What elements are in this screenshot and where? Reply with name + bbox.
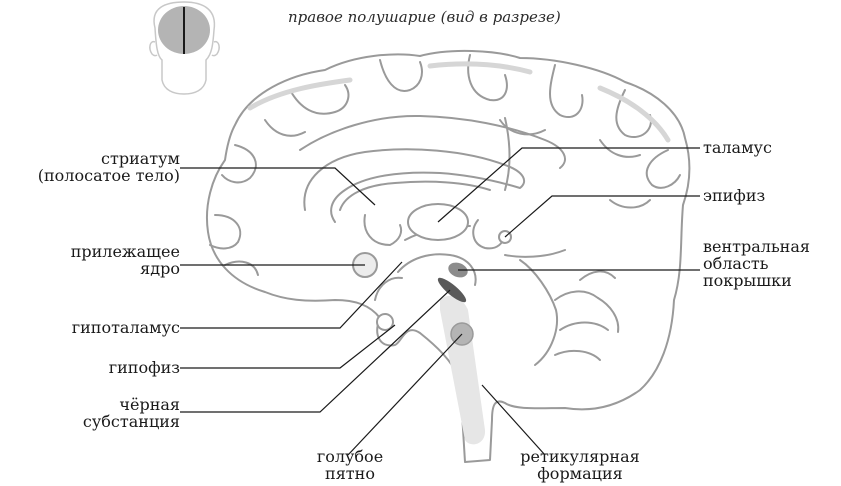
label-substantia-nigra: чёрная субстанция <box>0 396 180 430</box>
label-substantia-nigra-line1: чёрная <box>0 396 180 413</box>
brain-outline <box>207 51 689 462</box>
label-locus-coeruleus-line2: пятно <box>290 465 410 482</box>
label-reticular-formation-line2: формация <box>500 465 660 482</box>
gyri-bands <box>250 64 668 140</box>
label-pituitary: гипофиз <box>0 359 180 376</box>
label-hypothalamus: гипоталамус <box>0 319 180 336</box>
label-vta: вентральная область покрышки <box>703 238 810 289</box>
label-striatum-line2: (полосатое тело) <box>0 167 180 184</box>
label-vta-line3: покрышки <box>703 272 810 289</box>
label-thalamus: таламус <box>703 139 772 156</box>
label-thalamus-line1: таламус <box>703 139 772 156</box>
label-nucleus-accumbens-line2: ядро <box>0 260 180 277</box>
label-locus-coeruleus: голубое пятно <box>290 448 410 482</box>
label-vta-line2: область <box>703 255 810 272</box>
label-reticular-formation-line1: ретикулярная <box>500 448 660 465</box>
label-nucleus-accumbens-line1: прилежащее <box>0 243 180 260</box>
leader-locus-coeruleus <box>348 334 462 455</box>
pituitary-shape <box>377 314 393 330</box>
label-reticular-formation: ретикулярная формация <box>500 448 660 482</box>
leader-substantia-nigra <box>180 290 450 412</box>
label-substantia-nigra-line2: субстанция <box>0 413 180 430</box>
reticular-formation-shape <box>440 296 485 444</box>
label-vta-line1: вентральная <box>703 238 810 255</box>
label-nucleus-accumbens: прилежащее ядро <box>0 243 180 277</box>
label-pineal-line1: эпифиз <box>703 187 765 204</box>
leader-thalamus <box>438 148 700 222</box>
label-hypothalamus-line1: гипоталамус <box>0 319 180 336</box>
leader-pineal <box>505 196 700 237</box>
leader-pituitary <box>180 325 395 368</box>
label-pituitary-line1: гипофиз <box>0 359 180 376</box>
label-locus-coeruleus-line1: голубое <box>290 448 410 465</box>
label-pineal: эпифиз <box>703 187 765 204</box>
label-striatum: стриатум (полосатое тело) <box>0 150 180 184</box>
label-striatum-line1: стриатум <box>0 150 180 167</box>
